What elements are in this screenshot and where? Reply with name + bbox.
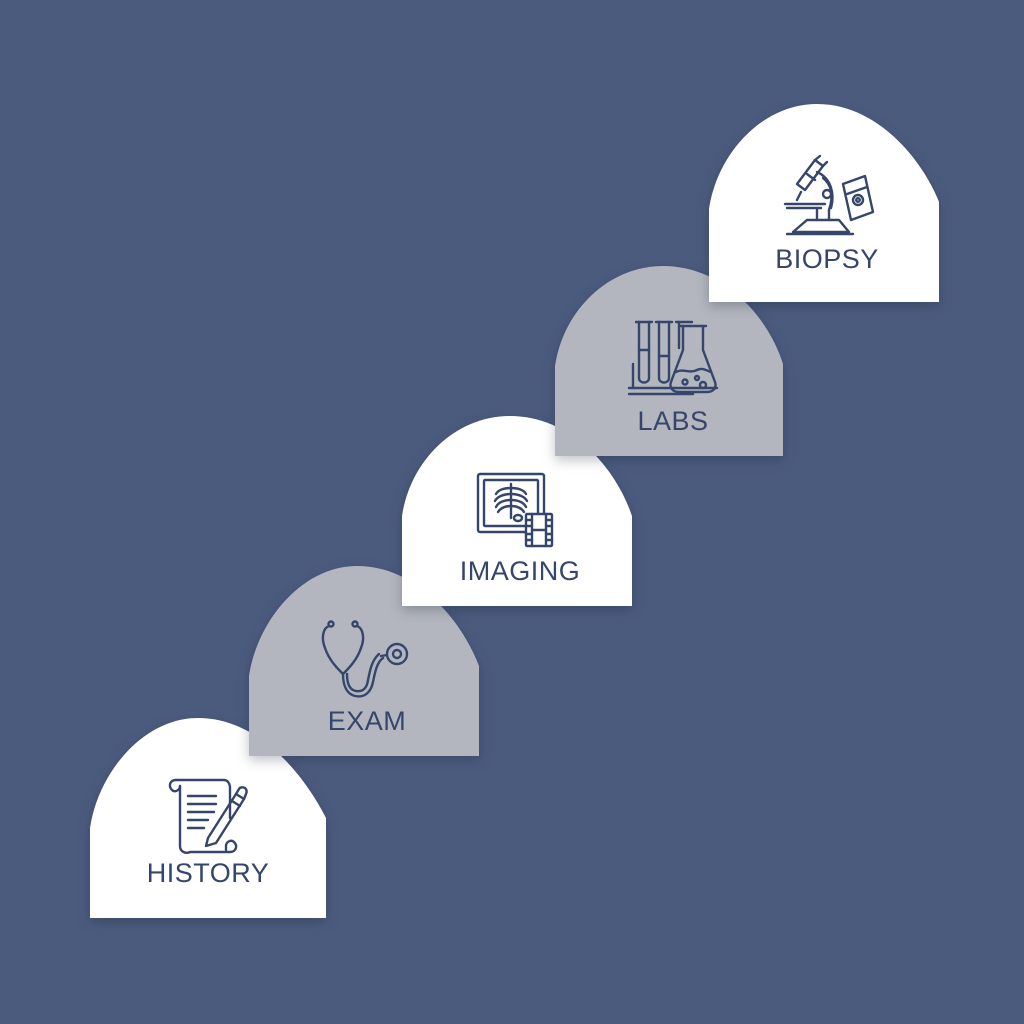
stethoscope-icon [317,616,417,706]
step-imaging: IMAGING [400,416,640,616]
test-tubes-flask-icon [623,316,723,406]
step-label: IMAGING [459,556,581,586]
scroll-with-pen-icon [158,768,258,858]
microscope-slide-icon [777,154,877,244]
step-label: LABS [637,406,709,436]
step-biopsy: BIOPSY [707,104,947,304]
step-imaging-card [402,416,632,606]
step-exam-card [249,566,479,756]
step-label: BIOPSY [775,244,879,274]
x-ray-film-icon [470,466,570,556]
step-label: EXAM [327,706,407,736]
step-labs: LABS [553,266,793,466]
step-label: HISTORY [146,858,270,888]
step-exam: EXAM [247,566,487,766]
step-history: HISTORY [88,718,328,918]
step-history-card [90,718,326,918]
